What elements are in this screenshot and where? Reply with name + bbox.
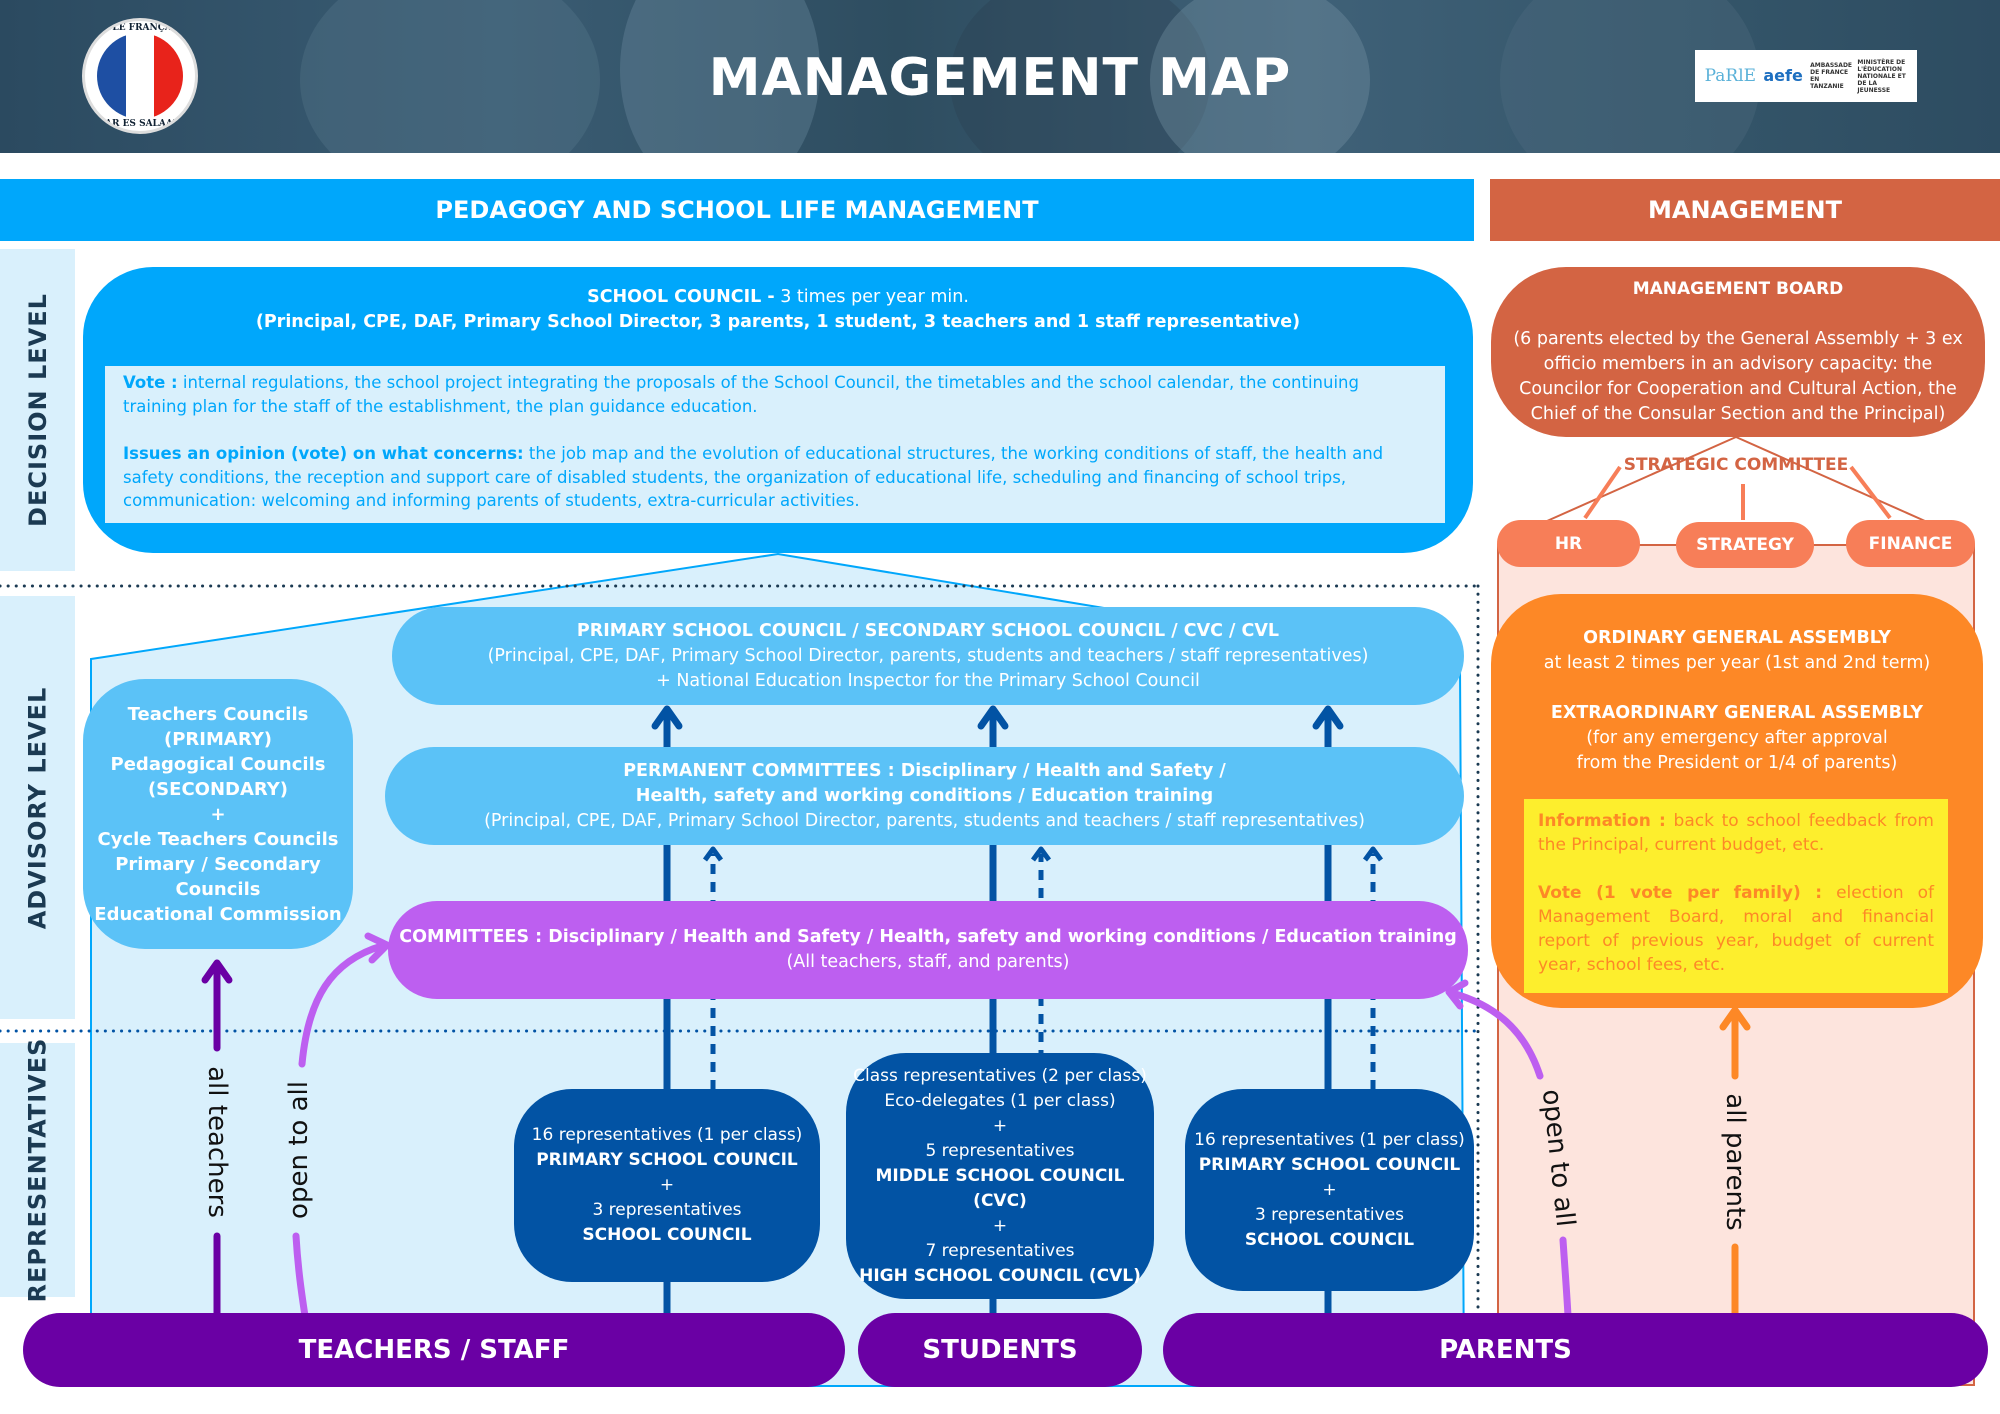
hr-branch bbox=[1583, 465, 1622, 520]
permanent-committees-title-1: PERMANENT COMMITTEES : Disciplinary / He… bbox=[623, 760, 1226, 781]
permanent-committees-title-2: Health, safety and working conditions / … bbox=[635, 785, 1214, 806]
aefe-logo: aefe bbox=[1763, 66, 1803, 85]
arrow-right-icon bbox=[364, 932, 391, 964]
committees-title: COMMITTEES : Disciplinary / Health and S… bbox=[399, 927, 1457, 947]
arrow-up-icon bbox=[1030, 846, 1052, 862]
label-open-to-all-left: open to all bbox=[284, 1081, 314, 1219]
level-advisory: ADVISORY LEVEL bbox=[0, 596, 75, 1019]
assembly-vote-paragraph: Vote (1 vote per family) : election of M… bbox=[1538, 883, 1934, 975]
open-to-all-left-tail bbox=[292, 1232, 309, 1320]
embassy-logo: AMBASSADE DE FRANCE EN TANZANIE bbox=[1810, 62, 1853, 90]
section-header-management: MANAGEMENT bbox=[1490, 179, 2000, 241]
group-parents: PARENTS bbox=[1163, 1313, 1988, 1387]
primary-secondary-council-box: PRIMARY SCHOOL COUNCIL / SECONDARY SCHOO… bbox=[392, 607, 1464, 705]
council-title: PRIMARY SCHOOL COUNCIL / SECONDARY SCHOO… bbox=[576, 620, 1280, 641]
committee-hr: HR bbox=[1497, 520, 1640, 567]
parents-representatives-box: 16 representatives (1 per class) PRIMARY… bbox=[1185, 1089, 1474, 1291]
arrow-up-icon bbox=[977, 705, 1009, 730]
finance-branch bbox=[1849, 465, 1892, 520]
committees-box: COMMITTEES : Disciplinary / Health and S… bbox=[388, 901, 1468, 999]
permanent-committees-box: PERMANENT COMMITTEES : Disciplinary / He… bbox=[385, 747, 1464, 845]
parle-logo: PaRlE bbox=[1704, 66, 1757, 86]
ministry-logo: MINISTÈRE DE L'ÉDUCATION NATIONALE ET DE… bbox=[1857, 58, 1906, 94]
extraordinary-assembly-text-1: (for any emergency after approval bbox=[1586, 728, 1888, 748]
assembly-details: Information : back to school feedback fr… bbox=[1524, 799, 1948, 993]
ordinary-assembly-text: at least 2 times per year (1st and 2nd t… bbox=[1543, 653, 1931, 673]
arrow-up-icon bbox=[1362, 846, 1384, 862]
strategic-committee-title: STRATEGIC COMMITTEE bbox=[1623, 455, 1849, 475]
arrow-up-icon bbox=[651, 705, 683, 730]
committee-strategy: STRATEGY bbox=[1676, 522, 1814, 568]
logo-bottom-text: DAR ES SALAAM bbox=[97, 119, 183, 129]
school-council-members: (Principal, CPE, DAF, Primary School Dir… bbox=[255, 312, 1301, 332]
students-representatives-box: Class representatives (2 per class) Eco-… bbox=[846, 1053, 1154, 1299]
open-to-all-right-curve bbox=[1448, 989, 1544, 1080]
permanent-committees-members: (Principal, CPE, DAF, Primary School Dir… bbox=[484, 810, 1365, 831]
arrow-up-icon bbox=[1312, 705, 1344, 730]
extraordinary-assembly-title: EXTRAORDINARY GENERAL ASSEMBLY bbox=[1550, 703, 1924, 723]
school-council-box: SCHOOL COUNCIL - 3 times per year min. (… bbox=[83, 267, 1473, 553]
extraordinary-assembly-text-2: from the President or 1/4 of parents) bbox=[1576, 753, 1898, 773]
assembly-info-paragraph: Information : back to school feedback fr… bbox=[1538, 811, 1934, 855]
page-title: MANAGEMENT MAP bbox=[708, 48, 1292, 108]
school-logo: ÉCOLE FRANÇAISE DAR ES SALAAM bbox=[82, 18, 198, 134]
teachers-representatives-box: 16 representatives (1 per class) PRIMARY… bbox=[514, 1089, 820, 1282]
school-council-title: SCHOOL COUNCIL - bbox=[587, 287, 775, 307]
label-all-parents: all parents bbox=[1720, 1093, 1750, 1231]
group-students: STUDENTS bbox=[858, 1313, 1142, 1387]
open-to-all-right-tail bbox=[1559, 1236, 1572, 1320]
committee-finance: FINANCE bbox=[1846, 520, 1975, 567]
logo-top-text: ÉCOLE FRANÇAISE bbox=[90, 23, 190, 33]
ordinary-assembly-title: ORDINARY GENERAL ASSEMBLY bbox=[1583, 628, 1891, 648]
label-all-teachers: all teachers bbox=[202, 1066, 232, 1218]
arrow-up-icon bbox=[201, 959, 233, 984]
opinion-paragraph: Issues an opinion (vote) on what concern… bbox=[123, 444, 1384, 510]
council-members: (Principal, CPE, DAF, Primary School Dir… bbox=[487, 645, 1369, 666]
arrow-left-icon bbox=[1445, 979, 1469, 1010]
partner-logos: PaRlE aefe AMBASSADE DE FRANCE EN TANZAN… bbox=[1695, 50, 1917, 102]
council-extra: + National Education Inspector for the P… bbox=[656, 670, 1200, 691]
arrow-up-icon bbox=[702, 846, 724, 862]
management-board-box: MANAGEMENT BOARD (6 parents elected by t… bbox=[1491, 267, 1985, 437]
tree-line-right bbox=[1735, 436, 1926, 522]
school-council-details: Vote : internal regulations, the school … bbox=[105, 366, 1445, 523]
section-header-pedagogy: PEDAGOGY AND SCHOOL LIFE MANAGEMENT bbox=[0, 179, 1474, 241]
management-board-description: (6 parents elected by the General Assemb… bbox=[1513, 329, 1963, 424]
tree-line-left bbox=[1546, 436, 1737, 522]
level-representatives: REPRESENTATIVES bbox=[0, 1038, 75, 1302]
teachers-councils-box: Teachers Councils (PRIMARY) Pedagogical … bbox=[83, 679, 353, 949]
vote-paragraph: Vote : internal regulations, the school … bbox=[123, 373, 1359, 416]
school-council-frequency: 3 times per year min. bbox=[774, 287, 969, 307]
general-assembly-box: ORDINARY GENERAL ASSEMBLY at least 2 tim… bbox=[1491, 594, 1983, 1008]
open-to-all-left-curve bbox=[298, 941, 389, 1068]
committees-members: (All teachers, staff, and parents) bbox=[786, 952, 1070, 972]
management-board-title: MANAGEMENT BOARD bbox=[1632, 279, 1844, 299]
arrow-up-icon bbox=[1719, 1006, 1751, 1031]
level-decision: DECISION LEVEL bbox=[0, 249, 75, 571]
group-teachers-staff: TEACHERS / STAFF bbox=[23, 1313, 845, 1387]
